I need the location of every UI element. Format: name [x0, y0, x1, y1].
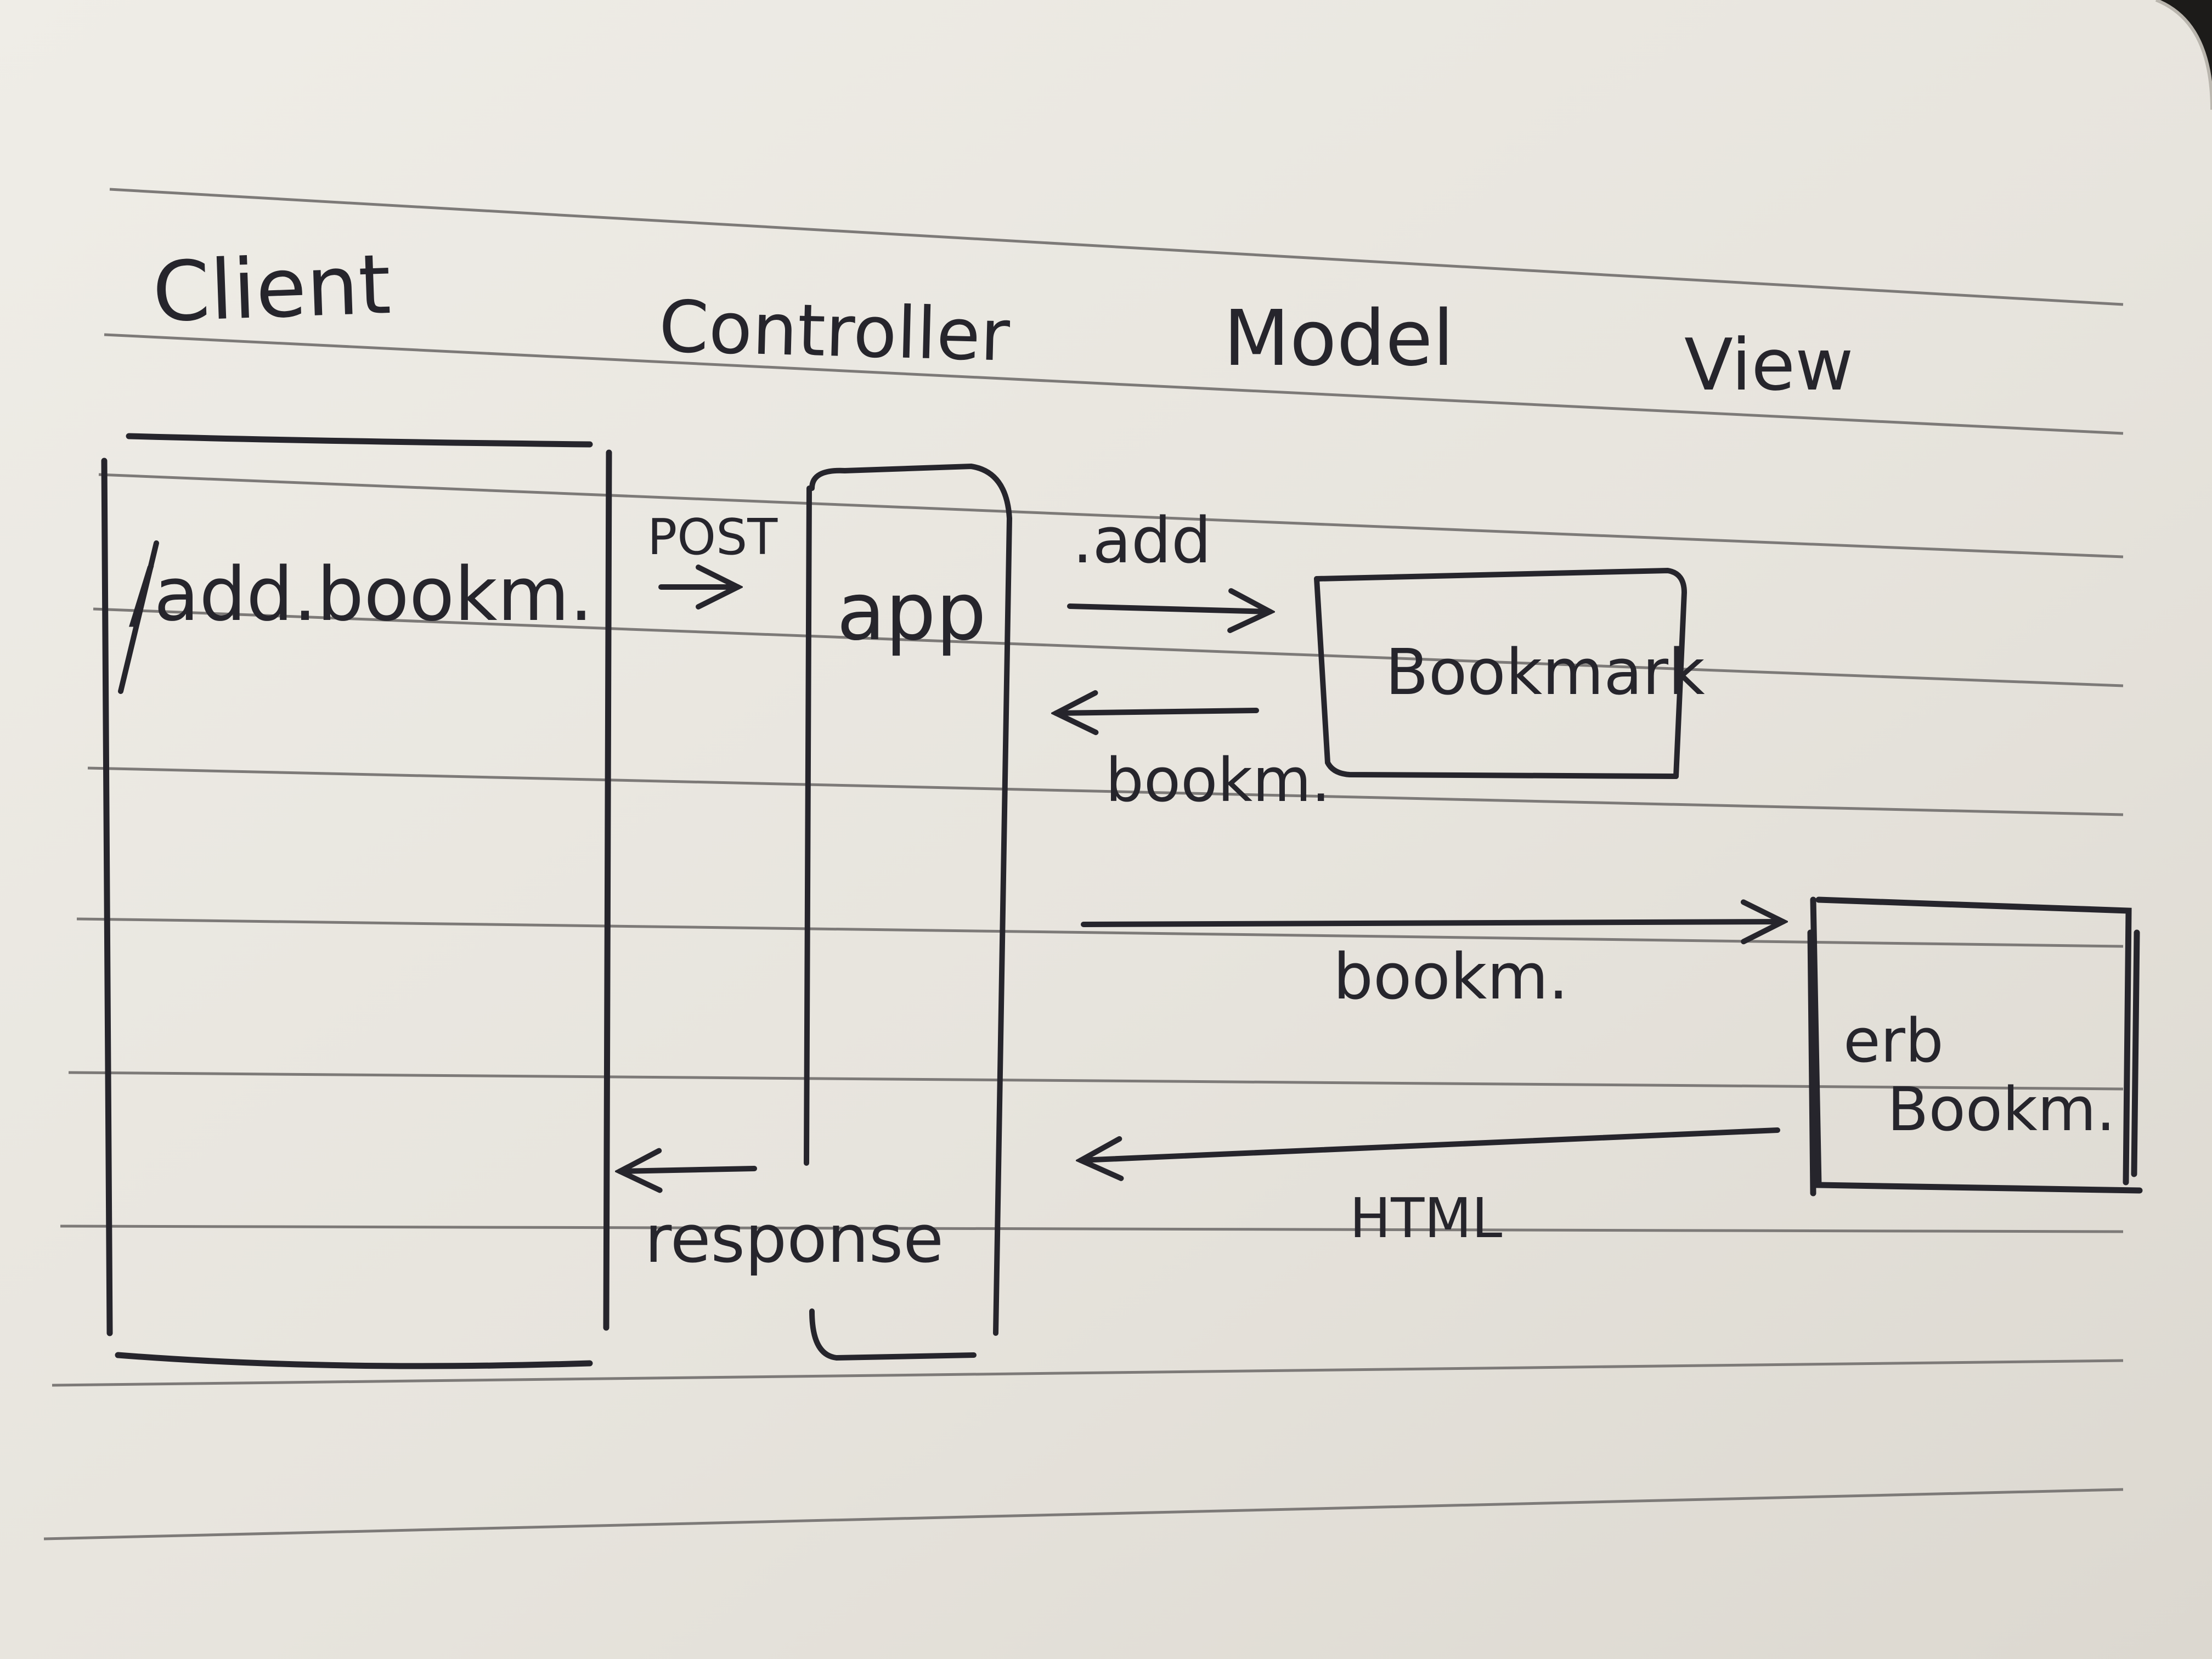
html-arrow [1081, 1127, 1780, 1160]
model-return-arrow [1056, 710, 1259, 713]
page-edge [2155, 0, 2212, 110]
arrow-labels: POST .add bookm. bookm. HTML response [645, 504, 1568, 1278]
view-line-1: erb [1843, 1006, 1944, 1076]
arrows [620, 587, 1783, 1171]
label-html: HTML [1350, 1186, 1503, 1250]
label-post: POST [647, 509, 778, 566]
client-route: /add.bookm. [129, 551, 593, 637]
header-controller: Controller [658, 285, 1011, 377]
header-model: Model [1223, 294, 1454, 383]
label-render: bookm. [1333, 940, 1568, 1014]
response-arrow [620, 1169, 757, 1171]
add-arrow [1067, 606, 1270, 612]
column-headers: Client Controller Model View [151, 237, 1853, 407]
view-line-2: Bookm. [1887, 1074, 2115, 1144]
model-label: Bookmark [1385, 636, 1705, 709]
route-slash [118, 540, 159, 694]
view-box [1807, 896, 2143, 1197]
header-client: Client [151, 237, 392, 341]
controller-box [804, 463, 1012, 1361]
controller-label: app [837, 566, 986, 658]
label-add: .add [1073, 504, 1211, 578]
client-box [101, 433, 612, 1369]
render-arrow [1081, 922, 1783, 924]
model-box [1314, 567, 1688, 779]
label-model-return: bookm. [1105, 745, 1330, 815]
label-response: response [645, 1201, 944, 1278]
header-view: View [1684, 323, 1854, 407]
